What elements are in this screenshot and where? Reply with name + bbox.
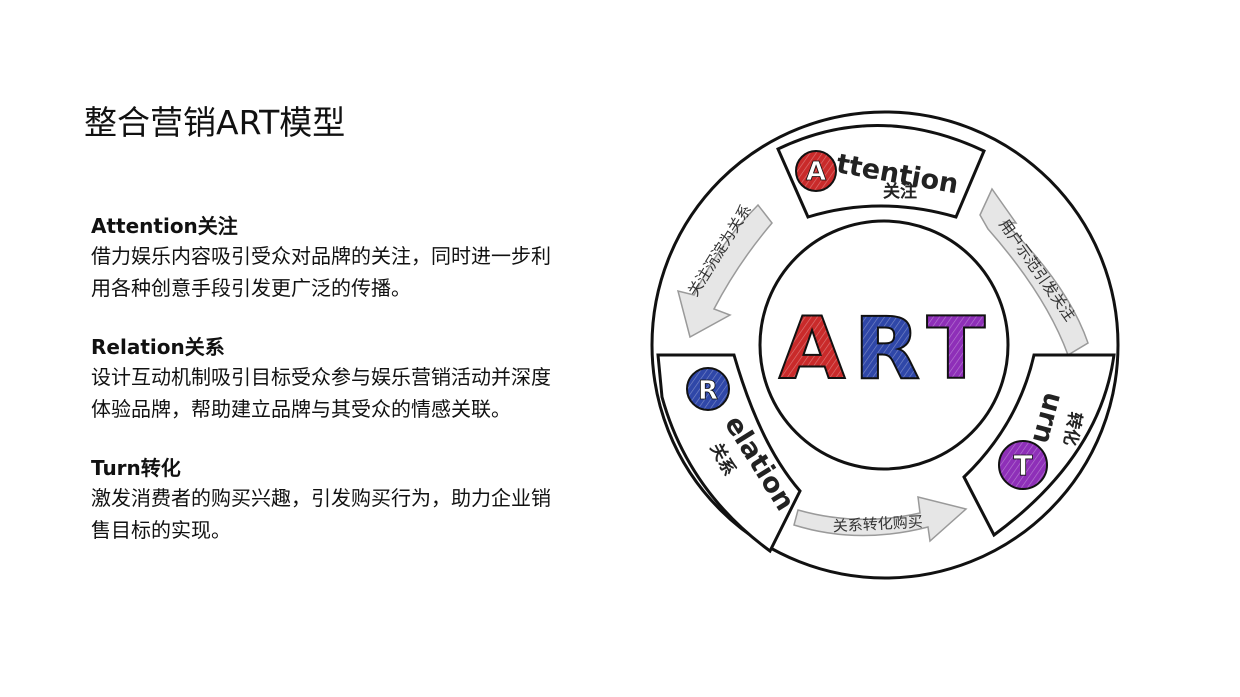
arrow-bottom xyxy=(793,496,968,543)
section-turn-heading: Turn转化 xyxy=(91,456,181,480)
section-relation-body: 设计互动机制吸引目标受众参与娱乐营销活动并深度体验品牌，帮助建立品牌与其受众的情… xyxy=(91,365,551,421)
relation-letter: R xyxy=(698,376,718,406)
attention-letter: A xyxy=(806,157,826,187)
section-relation-heading: Relation关系 xyxy=(91,335,225,359)
section-attention-heading: Attention关注 xyxy=(91,214,238,238)
center-letter-t: T xyxy=(927,299,986,399)
arrow-right xyxy=(979,187,1089,357)
section-relation: Relation关系 设计互动机制吸引目标受众参与娱乐营销活动并深度体验品牌，帮… xyxy=(91,333,571,425)
turn-badge xyxy=(998,440,1048,490)
art-cycle-diagram: 用户示范引发关注 关注沉淀为关系 关系转化购买 A ttention 关注 R … xyxy=(650,110,1120,580)
section-attention-body: 借力娱乐内容吸引受众对品牌的关注，同时进一步利用各种创意手段引发更广泛的传播。 xyxy=(91,244,551,300)
relation-badge xyxy=(686,367,730,411)
center-letter-a: A xyxy=(779,299,846,399)
arrow-left xyxy=(676,203,773,339)
center-letter-r: R xyxy=(854,299,920,399)
turn-letter: T xyxy=(1013,449,1032,482)
attention-cn: 关注 xyxy=(883,181,917,202)
attention-badge xyxy=(795,150,837,192)
inner-ring xyxy=(758,219,1010,471)
section-attention: Attention关注 借力娱乐内容吸引受众对品牌的关注，同时进一步利用各种创意… xyxy=(91,212,571,304)
model-description: Attention关注 借力娱乐内容吸引受众对品牌的关注，同时进一步利用各种创意… xyxy=(91,212,571,575)
section-turn: Turn转化 激发消费者的购买兴趣，引发购买行为，助力企业销售目标的实现。 xyxy=(91,454,571,546)
section-turn-body: 激发消费者的购买兴趣，引发购买行为，助力企业销售目标的实现。 xyxy=(91,486,551,542)
node-turn: T urn 转化 xyxy=(962,353,1116,538)
node-attention: A ttention 关注 xyxy=(776,124,986,219)
page-title: 整合营销ART模型 xyxy=(84,103,346,142)
arrow-bottom-label: 关系转化购买 xyxy=(832,513,923,536)
center-art: A R T xyxy=(778,298,987,400)
